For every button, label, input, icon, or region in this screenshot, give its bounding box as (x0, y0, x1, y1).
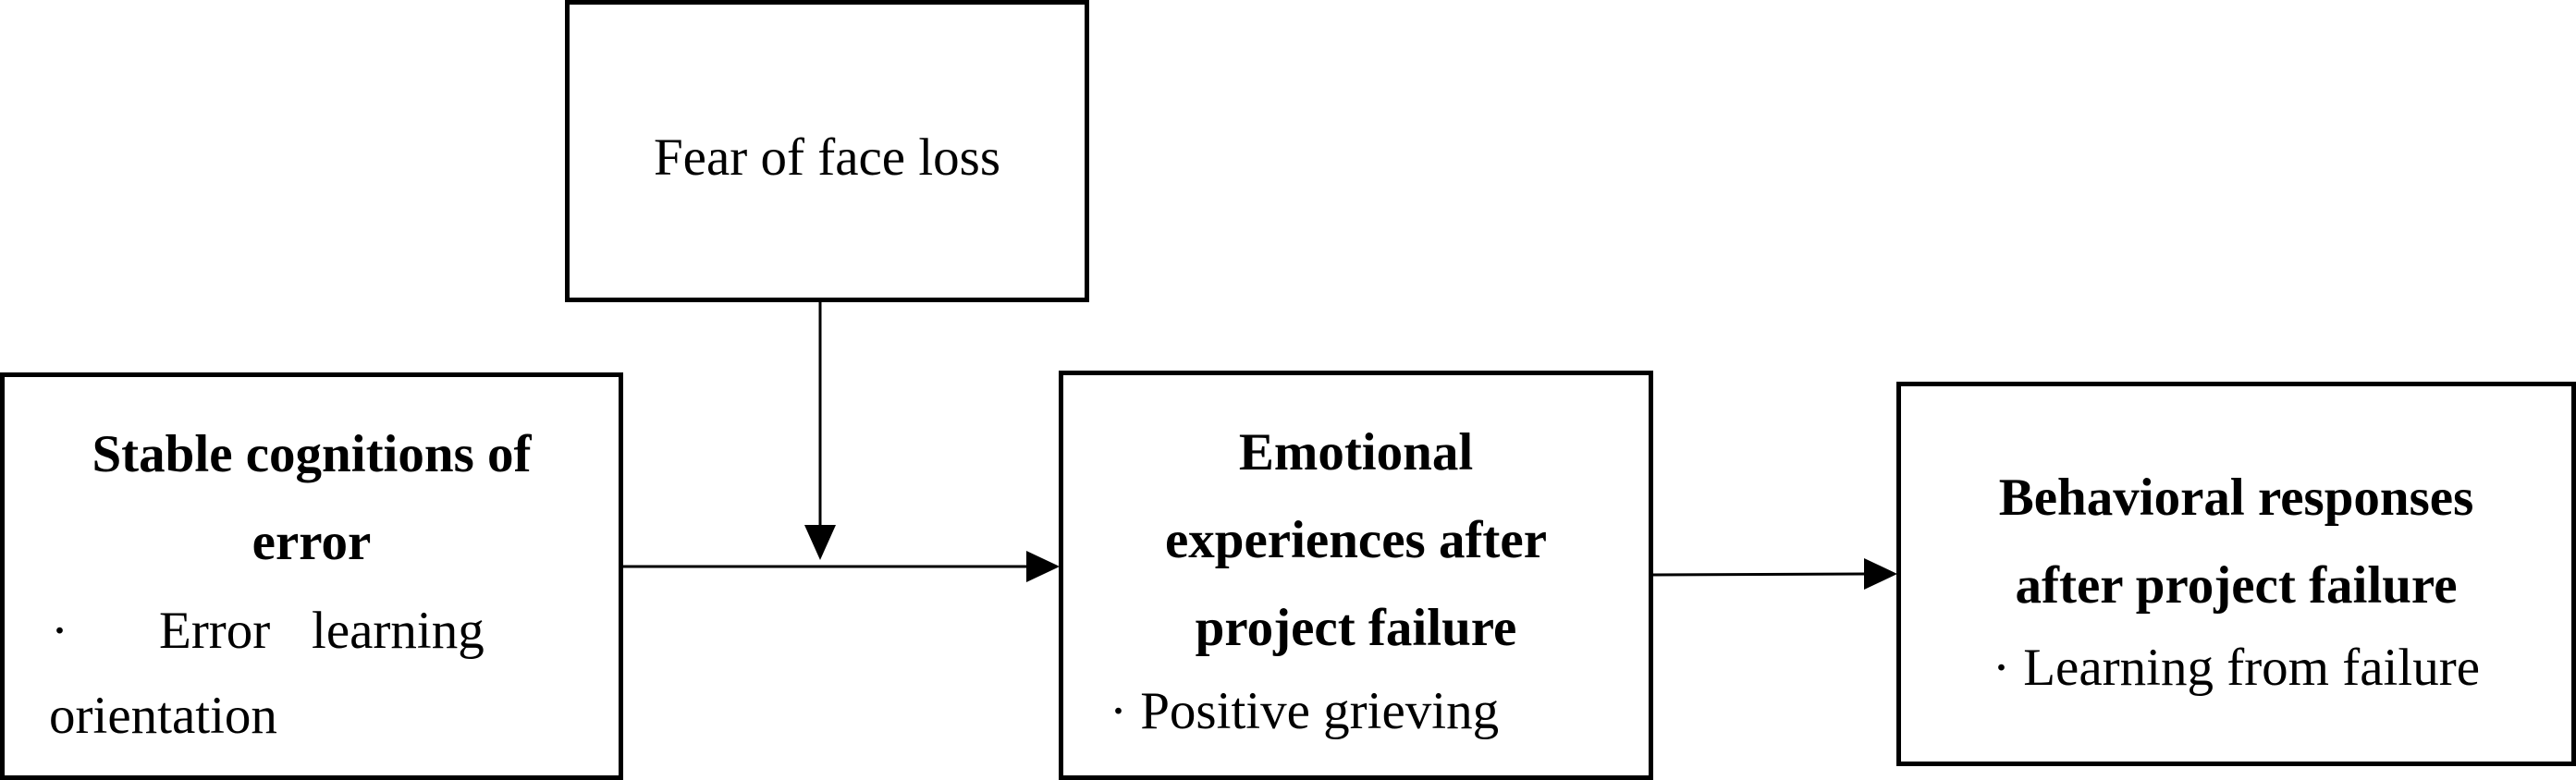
antecedent-title-line2: error (251, 513, 372, 571)
antecedent-item-word2: learning (312, 602, 485, 660)
outcome-box: Behavioral responses after project failu… (1896, 382, 2576, 766)
outcome-title-line1: Behavioral responses (1998, 469, 2474, 527)
moderator-title: Fear of face loss (653, 128, 1001, 187)
moderator-arrowhead (804, 525, 836, 560)
mediator-to-outcome-arrowhead (1864, 558, 1897, 590)
mediator-title-line2: experiences after (1164, 511, 1548, 569)
antecedent-item-word1: Error (159, 602, 271, 660)
mediator-title-line1: Emotional (1238, 423, 1474, 481)
outcome-item: · Learning from failure (1993, 639, 2480, 697)
mediator-box: Emotional experiences after project fail… (1059, 371, 1653, 780)
outcome-title-line2: after project failure (2015, 556, 2458, 615)
moderator-box: Fear of face loss (565, 0, 1089, 302)
mediator-item: · Positive grieving (1110, 682, 1500, 740)
antecedent-item-line2: orientation (49, 687, 277, 745)
mediator-to-outcome-line (1652, 572, 1865, 577)
antecedent-box: Stable cognitions of error · Error learn… (0, 372, 623, 780)
mediator-title-line3: project failure (1195, 599, 1517, 657)
antecedent-title-line1: Stable cognitions of (92, 425, 532, 483)
antecedent-to-mediator-arrowhead (1026, 551, 1060, 582)
antecedent-item-bullet: · (51, 602, 68, 660)
